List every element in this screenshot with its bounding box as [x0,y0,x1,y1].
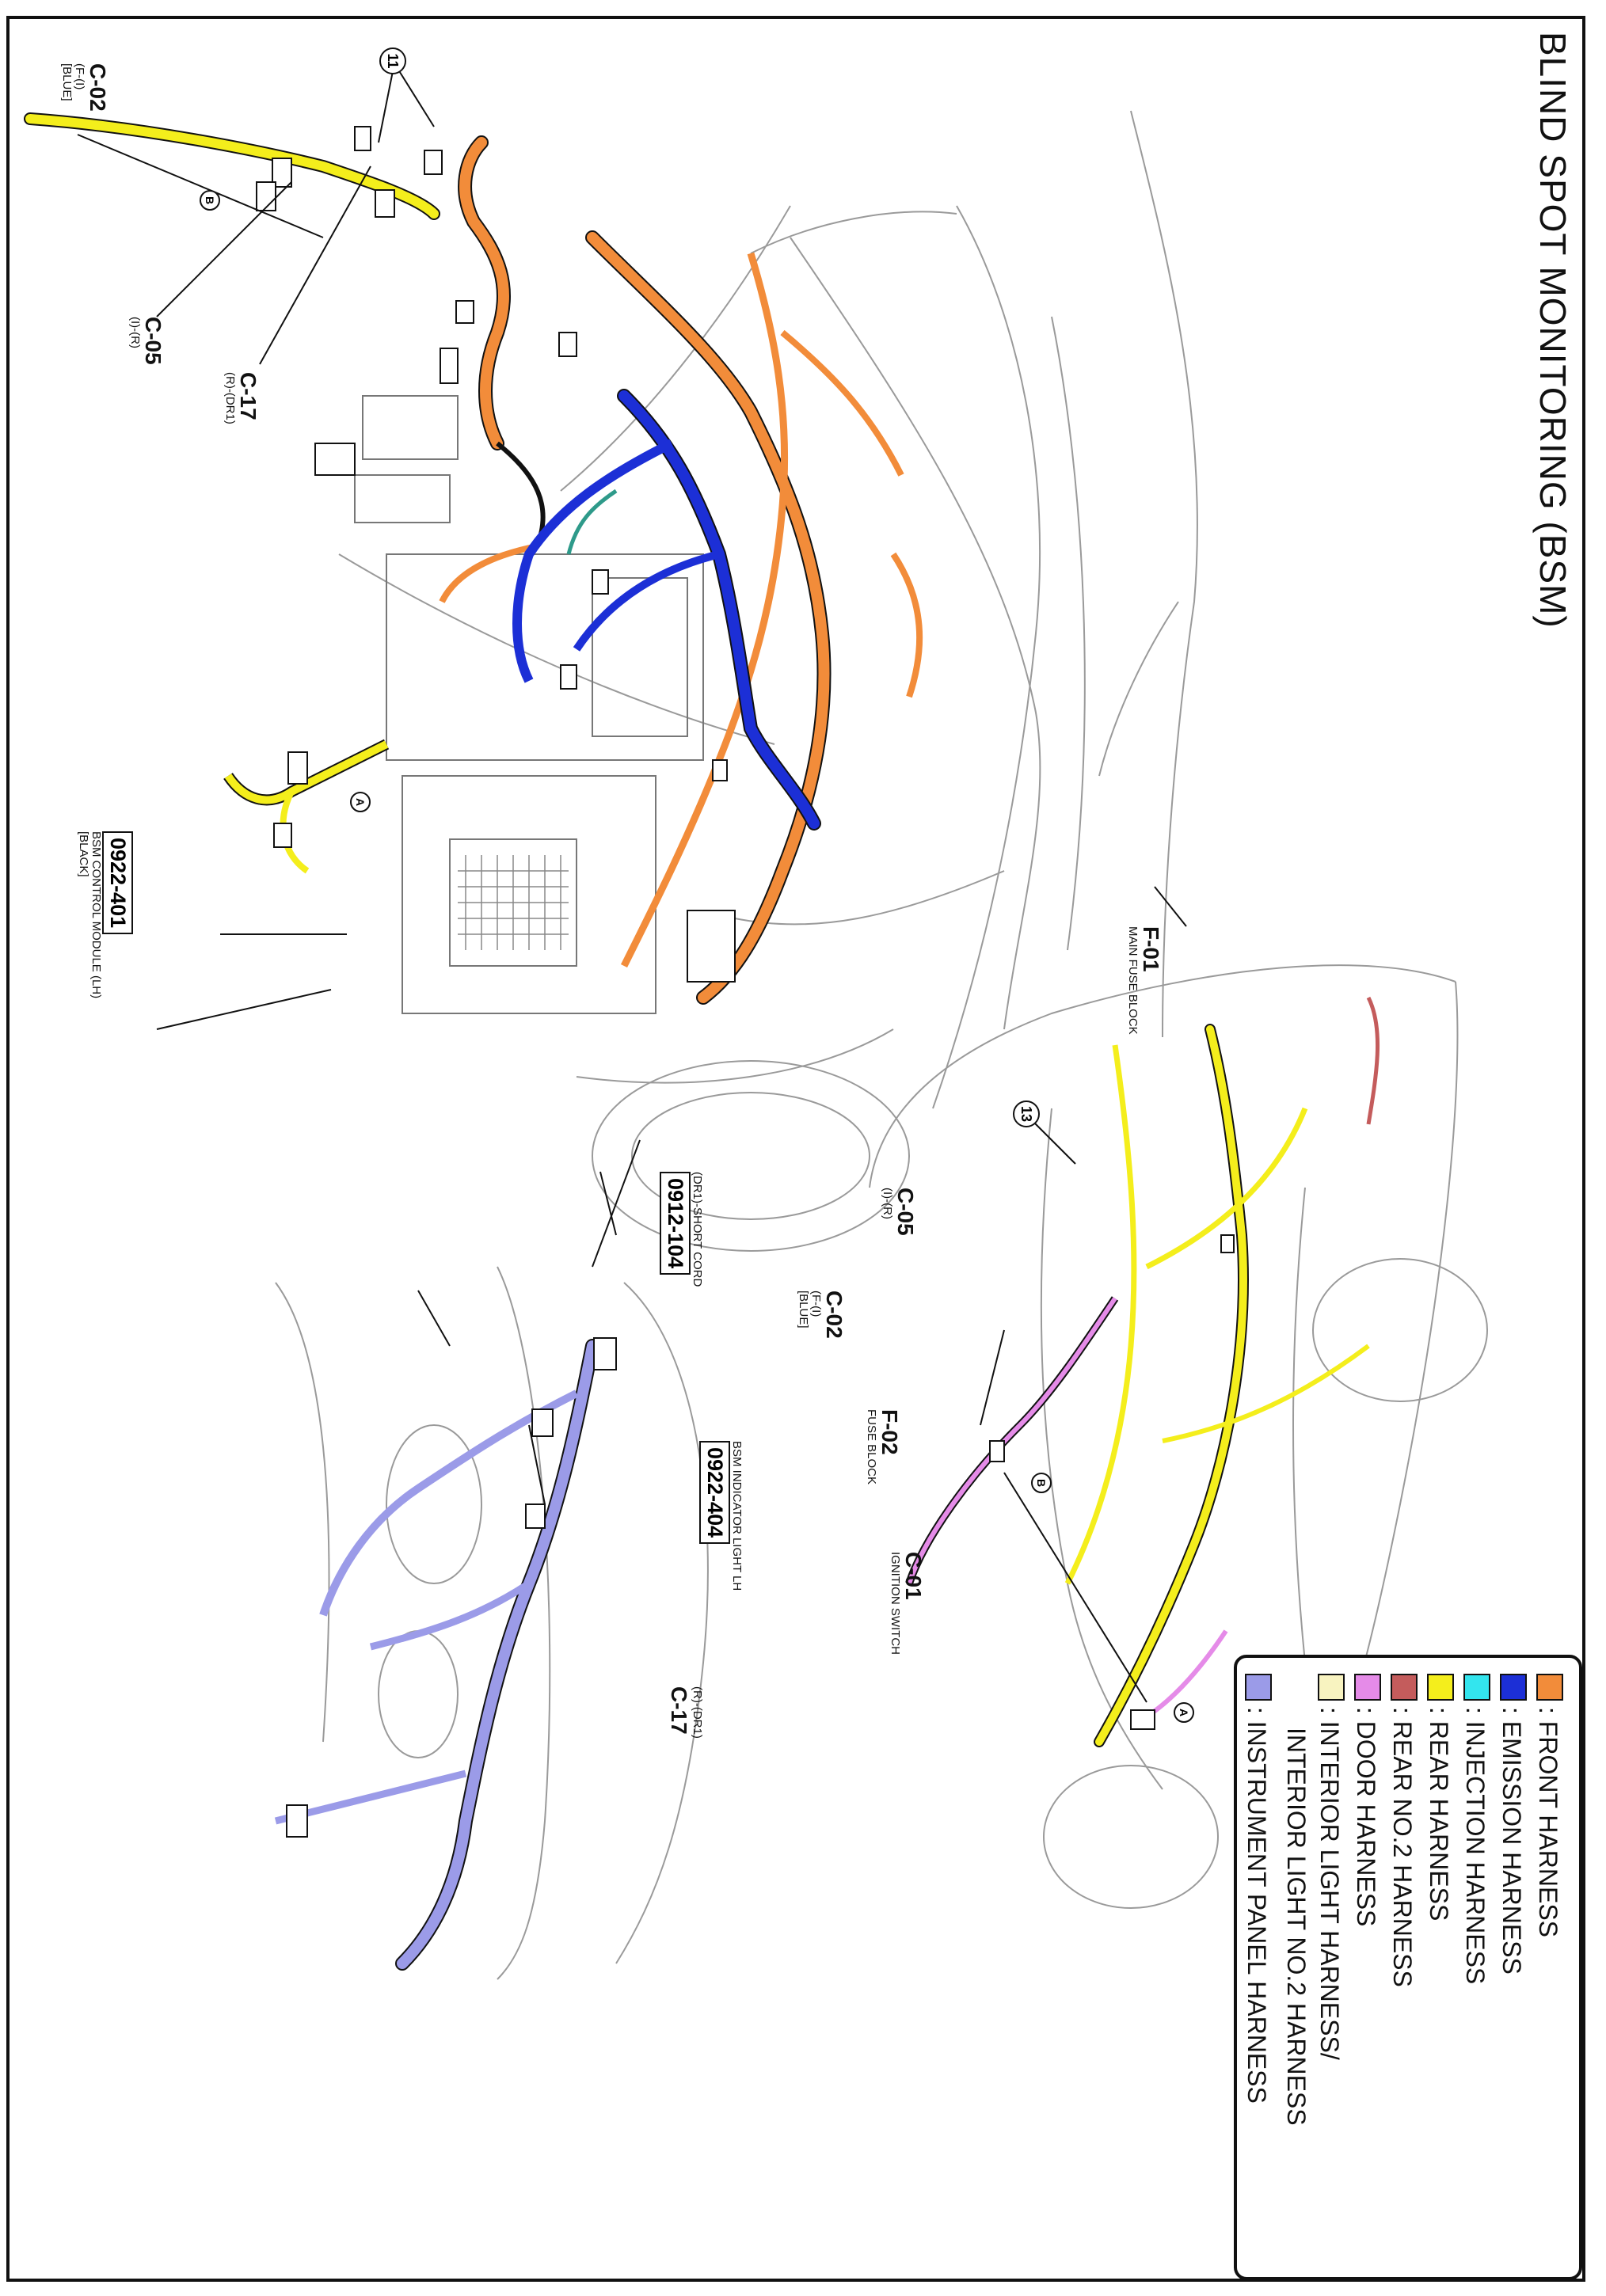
legend-label-line: : INSTRUMENT PANEL HARNESS [1243,1707,1271,2104]
legend-label: : FRONT HARNESS [1532,1707,1565,1937]
callout-0922-401: 0922-401 BSM CONTROL MODULE (LH) [BLACK] [77,831,133,998]
legend-item: : REAR HARNESS [1419,1674,1456,2261]
legend-label: : REAR HARNESS [1422,1707,1456,1921]
view-engine-bay [576,205,1086,1252]
legend-label: : INJECTION HARNESS [1459,1707,1492,1984]
connector-sub: (R)-(DR1) [223,372,237,424]
legend-label-line: : FRONT HARNESS [1534,1707,1562,1937]
connector-sub: (I)-(R) [128,317,142,348]
legend-item: : INJECTION HARNESS [1456,1674,1492,2261]
marker-11: 11 [379,48,406,74]
injection-harness [566,488,618,555]
legend-swatch [1318,1674,1345,1701]
legend-item: : INTERIOR LIGHT HARNESS/INTERIOR LIGHT … [1273,1674,1346,2261]
connector-code: C-01 [901,1552,926,1600]
legend-label: : DOOR HARNESS [1349,1707,1383,1926]
connector-sub: (F-(I) [73,63,86,90]
legend-label: : INTERIOR LIGHT HARNESS/INTERIOR LIGHT … [1280,1707,1346,2126]
legend-swatch [1536,1674,1563,1701]
legend-label-line: INTERIOR LIGHT NO.2 HARNESS [1282,1728,1311,2126]
marker-B-mid: B [1031,1473,1052,1493]
callout-c05-top: C-05 (I)-(R) [128,317,166,365]
legend-label: : EMISSION HARNESS [1495,1707,1528,1975]
page-title: BLIND SPOT MONITORING (BSM) [1532,32,1574,629]
legend-label-line: : REAR HARNESS [1425,1707,1453,1922]
connector-code: C-05 [141,317,166,365]
legend-swatch [1354,1674,1381,1701]
legend-label-line: : EMISSION HARNESS [1498,1707,1526,1975]
callout-f02: F-02 FUSE BLOCK [865,1409,902,1485]
callout-c01: C-01 IGNITION SWITCH [889,1552,926,1655]
legend-item: : DOOR HARNESS [1346,1674,1383,2261]
leader-lines [77,63,1187,1703]
connector-sub: (R)-(DR1) [691,1686,704,1739]
harness-legend: : FRONT HARNESS : EMISSION HARNESS : INJEC… [1234,1655,1582,2280]
connector-code: C-02 [86,63,110,112]
callout-f01: F-01 MAIN FUSE BLOCK [1126,926,1163,1035]
connector-sub: IGNITION SWITCH [889,1552,902,1655]
marker-B-top: B [200,190,220,211]
marker-A-mid: A [1174,1702,1194,1723]
legend-item: : EMISSION HARNESS [1492,1674,1528,2261]
connector-color: [BLUE] [797,1291,810,1329]
legend-swatch [1391,1674,1418,1701]
legend-label-line: : DOOR HARNESS [1352,1707,1380,1927]
legend-label: : REAR NO.2 HARNESS [1386,1707,1419,1987]
legend-item: : INSTRUMENT PANEL HARNESS [1237,1674,1273,2261]
callout-0912-104: (DR1)-SHORT CORD 0912-104 [660,1172,704,1287]
connector-code: F-01 [1139,926,1163,972]
connector-code: C-05 [893,1188,918,1236]
callout-c05-bottom: C-05 (I)-(R) [881,1188,918,1236]
legend-swatch [1427,1674,1454,1701]
legend-label: : INSTRUMENT PANEL HARNESS [1240,1707,1273,2104]
module-code: 0922-404 [699,1441,730,1545]
legend-swatch [1500,1674,1527,1701]
grille-pattern [458,855,569,950]
view-instrument-panel [275,1266,709,1980]
module-code: 0912-104 [660,1172,691,1275]
connector-code: F-02 [877,1409,902,1455]
legend-item: : REAR NO.2 HARNESS [1383,1674,1419,2261]
module-color: [BLACK] [77,831,90,877]
legend-label-line: : REAR NO.2 HARNESS [1388,1707,1417,1987]
connector-code: C-17 [236,372,261,420]
module-code: 0922-401 [102,831,133,935]
module-name: (DR1)-SHORT CORD [691,1172,704,1287]
callout-c02-top: C-02 (F-(I) [BLUE] [60,63,110,112]
marker-A-top: A [350,792,371,812]
connector-color: [BLUE] [60,63,74,101]
module-name: BSM INDICATOR LIGHT LH [730,1441,744,1591]
legend-label-line: : INTERIOR LIGHT HARNESS/ [1315,1707,1344,2060]
legend-item: : FRONT HARNESS [1528,1674,1565,2261]
module-name: BSM CONTROL MODULE (LH) [89,831,103,999]
legend-swatch [1245,1674,1272,1701]
marker-13: 13 [1013,1100,1040,1127]
callout-c17-mid: (R)-(DR1) C-17 [667,1686,704,1739]
legend-swatch [1463,1674,1490,1701]
connector-sub: MAIN FUSE BLOCK [1126,926,1140,1035]
connector-code: C-17 [667,1686,691,1735]
callout-c17-top: C-17 (R)-(DR1) [223,372,261,424]
connector-sub: (F-(I) [809,1291,823,1317]
legend-rows: : FRONT HARNESS : EMISSION HARNESS : INJEC… [1237,1674,1565,2261]
legend-label-line: : INJECTION HARNESS [1461,1707,1490,1985]
connector-sub: FUSE BLOCK [865,1409,878,1485]
callout-0922-404: BSM INDICATOR LIGHT LH 0922-404 [699,1441,744,1591]
connector-sub: (I)-(R) [881,1188,894,1219]
callout-c02-bottom: C-02 (F-(I) [BLUE] [797,1291,847,1339]
rear-no2-harness [1366,996,1380,1125]
page-frame [6,16,1585,2282]
connector-code: C-02 [822,1291,847,1339]
connectors-top [256,126,474,384]
